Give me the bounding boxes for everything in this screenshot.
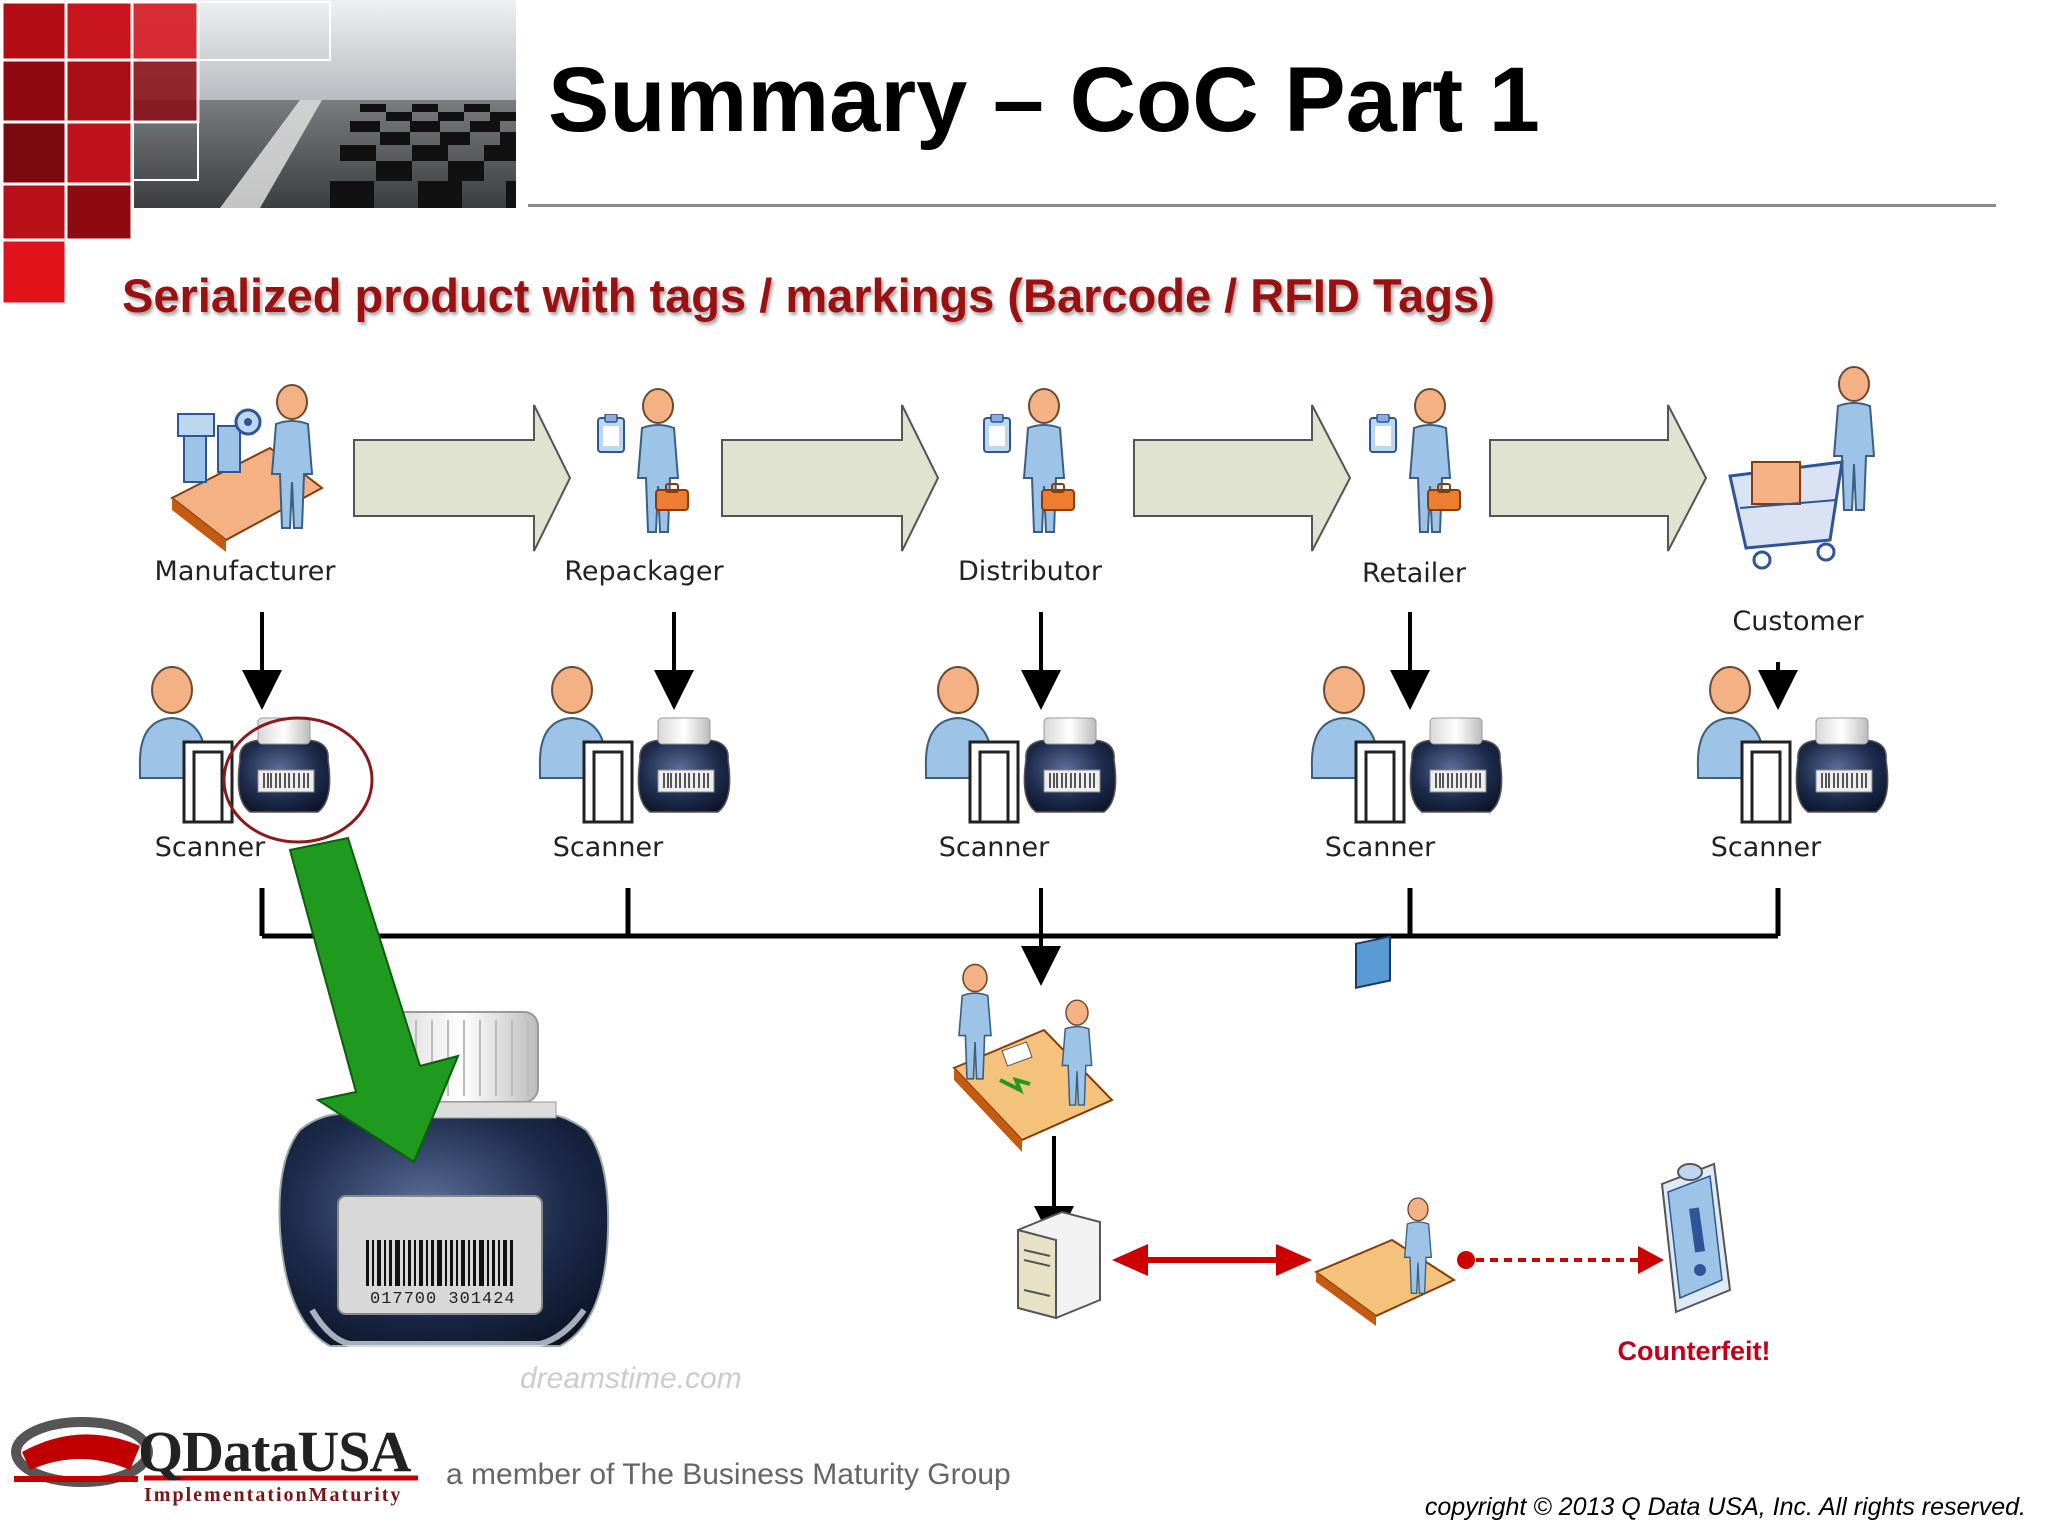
- header-mosaic: [0, 0, 516, 306]
- workstation-person-icon: [1313, 935, 1457, 1326]
- red-tile-mosaic: [0, 0, 331, 306]
- slide-title: Summary – CoC Part 1: [548, 49, 1540, 151]
- scanner-station-2: [538, 665, 732, 824]
- server-workstation-link: [1112, 1244, 1312, 1276]
- server-icon: [1017, 1210, 1101, 1320]
- logo-tagline: ImplementationMaturity: [144, 1484, 403, 1506]
- manufacturer-icon: [170, 384, 324, 552]
- workstation-alert-link: [1457, 1246, 1664, 1274]
- highlight-circle: [222, 716, 374, 844]
- shopping-cart-person-icon: [1728, 366, 1875, 570]
- node-to-scanner-arrows: [242, 612, 1798, 710]
- node-label-manufacturer: Manufacturer: [154, 556, 336, 587]
- distributor-icon: [983, 388, 1075, 533]
- scanner-label-2: Scanner: [552, 832, 664, 863]
- zoom-arrow-green: [288, 836, 460, 1164]
- footer-member-text: a member of The Business Maturity Group: [446, 1458, 1011, 1491]
- scanner-station-4: [1310, 665, 1504, 824]
- scanner-bus-lines: [259, 888, 1781, 939]
- qdatausa-logo-mark: [11, 1417, 153, 1487]
- image-watermark: dreamstime.com: [520, 1362, 742, 1395]
- scanner-label-1: Scanner: [154, 832, 266, 863]
- barcode-lines: [366, 1240, 513, 1286]
- process-arrow-3: [1133, 404, 1352, 552]
- node-label-repackager: Repackager: [564, 556, 724, 587]
- scanner-station-1: [138, 665, 332, 824]
- scanner-station-3: [924, 665, 1118, 824]
- scanner-label-5: Scanner: [1710, 832, 1822, 863]
- title-divider: [528, 204, 1996, 207]
- meeting-desk-icon: [952, 963, 1114, 1152]
- process-arrow-2: [721, 404, 940, 552]
- scanner-label-3: Scanner: [938, 832, 1050, 863]
- node-label-customer: Customer: [1732, 606, 1864, 637]
- scanner-station-5: [1696, 665, 1890, 824]
- process-arrow-4: [1489, 404, 1708, 552]
- barcode-number: 017700 301424: [370, 1290, 516, 1309]
- scanner-label-4: Scanner: [1324, 832, 1436, 863]
- logo-name: QDataUSA: [138, 1419, 411, 1484]
- node-label-retailer: Retailer: [1361, 558, 1467, 589]
- footer-copyright: copyright © 2013 Q Data USA, Inc. All ri…: [1424, 1493, 2026, 1521]
- repackager-icon: [597, 388, 689, 533]
- slide-subtitle: Serialized product with tags / markings …: [122, 269, 1495, 322]
- alert-clipboard-icon: [1660, 1162, 1732, 1314]
- process-arrow-1: [353, 404, 572, 552]
- retailer-icon: [1369, 388, 1461, 533]
- counterfeit-label: Counterfeit!: [1617, 1336, 1771, 1366]
- node-label-distributor: Distributor: [957, 556, 1103, 587]
